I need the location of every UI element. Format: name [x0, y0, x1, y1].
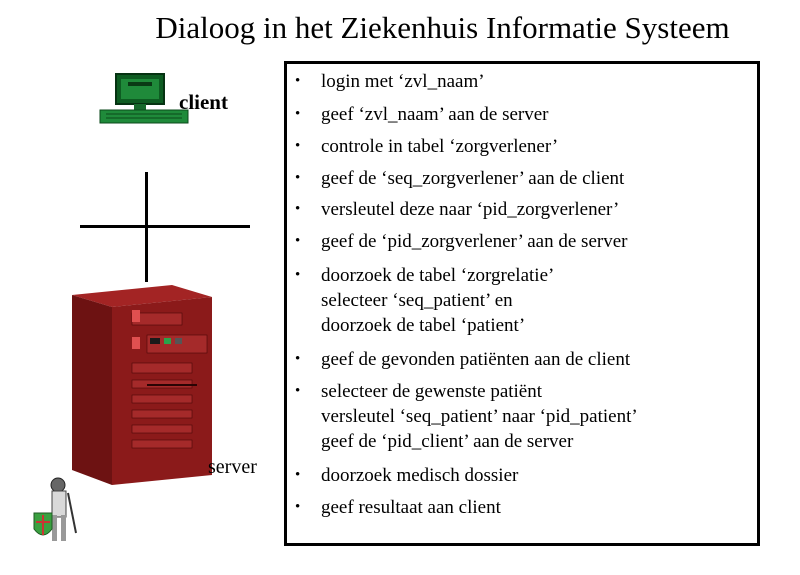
bullet-icon: •: [295, 233, 301, 249]
dialog-step-line: geef de ‘pid_client’ aan de server: [321, 431, 574, 452]
bullet-icon: •: [295, 138, 301, 154]
dialog-step-text: geef de ‘pid_zorgverlener’ aan de server: [321, 229, 627, 254]
server-label: server: [208, 456, 257, 478]
dialog-step-text: login met ‘zvl_naam’: [321, 69, 485, 94]
server-tower-icon: [72, 285, 212, 485]
bullet-icon: •: [295, 351, 301, 367]
bullet-icon: •: [295, 73, 301, 89]
dialog-step-text: selecteer de gewenste patiënt versleutel …: [321, 379, 638, 454]
dialog-step-text: geef de ‘seq_zorgverlener’ aan de client: [321, 166, 624, 191]
bullet-icon: •: [295, 499, 301, 515]
dialog-step-text: doorzoek medisch dossier: [321, 463, 518, 488]
dialog-step-text: doorzoek de tabel ‘zorgrelatie’ selecteer…: [321, 263, 554, 338]
dialog-step-text: controle in tabel ‘zorgverlener’: [321, 134, 558, 159]
network-line-horizontal: [80, 225, 250, 228]
bullet-icon: •: [295, 170, 301, 186]
page-title: Dialoog in het Ziekenhuis Informatie Sys…: [155, 10, 730, 45]
dialog-step-line: doorzoek de tabel ‘patient’: [321, 315, 526, 336]
bullet-icon: •: [295, 467, 301, 483]
dialog-step-line: geef ‘zvl_naam’ aan de server: [321, 104, 549, 125]
dialog-step-line: doorzoek de tabel ‘zorgrelatie’: [321, 265, 555, 286]
dialog-step-line: selecteer de gewenste patiënt: [321, 381, 543, 402]
dialog-step-line: geef de ‘pid_zorgverlener’ aan de server: [321, 231, 628, 252]
dialog-step-line: geef de gevonden patiënten aan de client: [321, 349, 631, 370]
dialog-step-line: login met ‘zvl_naam’: [321, 71, 485, 92]
dialog-step-line: controle in tabel ‘zorgverlener’: [321, 136, 559, 157]
dialog-step-line: versleutel deze naar ‘pid_zorgverlener’: [321, 199, 620, 220]
client-computer-icon: [99, 73, 189, 124]
dialog-step-text: geef resultaat aan client: [321, 495, 501, 520]
client-label: client: [179, 90, 228, 114]
dialog-step-line: doorzoek medisch dossier: [321, 465, 519, 486]
dialog-step-text: versleutel deze naar ‘pid_zorgverlener’: [321, 197, 619, 222]
dialog-step-line: geef de ‘seq_zorgverlener’ aan de client: [321, 168, 625, 189]
network-line-vertical: [145, 172, 148, 282]
bullet-icon: •: [295, 201, 301, 217]
bullet-icon: •: [295, 106, 301, 122]
knight-icon: [33, 477, 77, 541]
bullet-icon: •: [295, 267, 301, 283]
bullet-icon: •: [295, 383, 301, 399]
dialog-step-line: geef resultaat aan client: [321, 497, 501, 518]
dialog-step-text: geef de gevonden patiënten aan de client: [321, 347, 630, 372]
dialog-steps-box: • login met ‘zvl_naam’ • geef ‘zvl_naam’ aa…: [284, 61, 760, 546]
dialog-step-line: selecteer ‘seq_patient’ en: [321, 290, 513, 311]
dialog-step-line: versleutel ‘seq_patient’ naar ‘pid_patie…: [321, 406, 638, 427]
dialog-step-text: geef ‘zvl_naam’ aan de server: [321, 102, 549, 127]
